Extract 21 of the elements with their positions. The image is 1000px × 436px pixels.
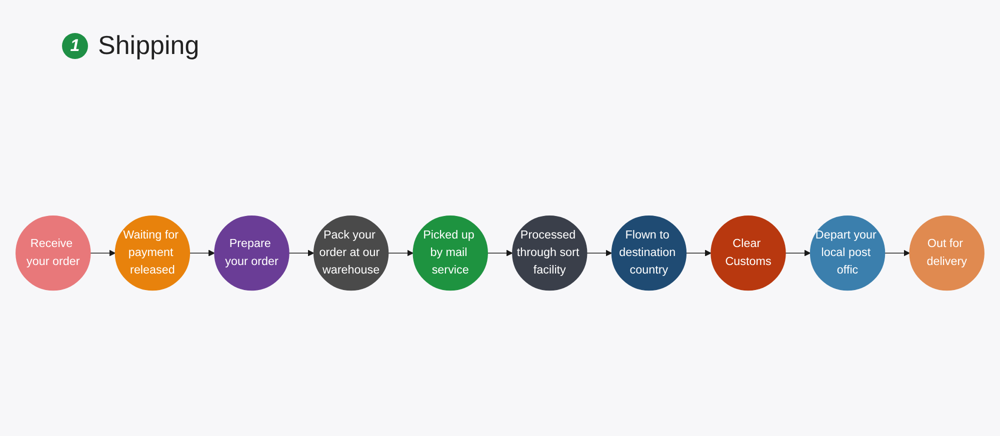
title: Shipping — [98, 30, 200, 61]
arrow — [586, 250, 612, 256]
arrow — [884, 250, 910, 256]
node-circle: Prepare your order — [214, 215, 290, 291]
node-circle: Picked up by mail service — [412, 215, 488, 291]
node-circle: Pack your order at our warehouse — [313, 215, 389, 291]
arrow — [785, 250, 811, 256]
node-circle: Depart your local post offic — [810, 215, 886, 291]
arrow — [388, 250, 414, 256]
step-number: 1 — [62, 32, 88, 58]
node-circle: Out for delivery — [909, 215, 984, 291]
node-circle: Processed through sort facility — [512, 215, 588, 291]
arrow — [90, 250, 116, 256]
node-circle: Clear Customs — [710, 215, 786, 291]
arrow — [189, 250, 215, 256]
node-circle: Receive your order — [16, 215, 91, 291]
arrow — [686, 250, 712, 256]
arrow — [487, 250, 513, 256]
node-circle: Flown to destination country — [611, 215, 687, 291]
arrow — [288, 250, 314, 256]
node-circle: Waiting for payment released — [114, 215, 190, 291]
